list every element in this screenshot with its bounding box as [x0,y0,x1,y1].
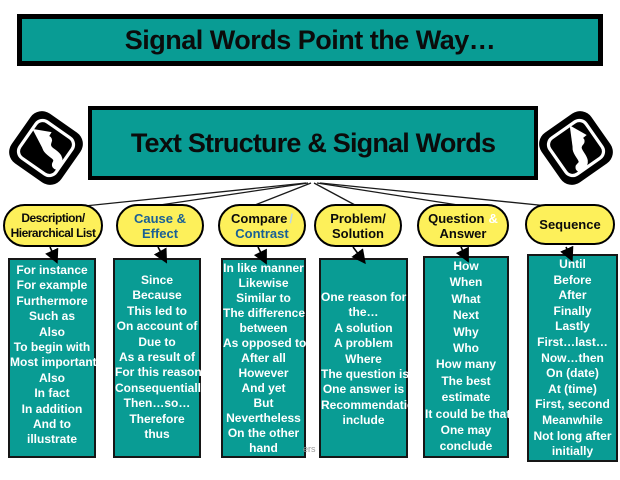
winding-road-sign-icon [0,97,92,199]
category-label-line: Contrast [235,226,288,241]
label-text: Answer [439,225,487,241]
column-description: For instance For example Furthermore Suc… [8,258,97,458]
signal-words-list: One reason for the… A solution A problem… [321,290,429,428]
column-compare-contrast: In like manner Likewise Similar to The d… [221,258,306,458]
category-question-answer: Question& Answer [417,204,509,247]
category-cause-effect: Cause & Effect [116,204,204,247]
column-cause-effect: Since Because This led to On account of … [113,258,208,458]
category-label-line: Solution [332,226,384,241]
label-text: Cause & [133,210,187,226]
signal-words-list: For instance For example Furthermore Suc… [10,263,97,447]
category-label-line: Compare/ [231,211,293,226]
category-label-line: Cause & [134,211,186,226]
signal-words-list: How When What Next Why Who How many The … [425,259,511,454]
watermark-text: ers [303,444,316,454]
signal-words-list: Until Before After Finally Lastly First…… [533,257,612,459]
subtitle-banner: Text Structure & Signal Words [88,106,538,180]
column-problem-solution: One reason for the… A solution A problem… [319,258,429,458]
category-label-line: Description/ [21,210,85,226]
label-text: Problem/ [330,210,386,226]
label-suffix: / [289,210,293,226]
title-text: Signal Words Point the Way… [124,24,496,55]
label-text: Description/ [21,210,85,225]
category-sequence: Sequence [525,204,615,245]
label-text: Effect [141,225,179,241]
category-label-line: Answer [440,226,487,241]
label-text: Compare [231,210,288,226]
category-label-line: Hierarchical List [11,226,96,241]
signal-words-list: In like manner Likewise Similar to The d… [223,261,307,455]
category-label-line: Sequence [539,217,600,232]
subtitle-text: Text Structure & Signal Words [130,127,496,158]
category-label-line: Question& [428,211,498,226]
category-compare-contrast: Compare/ Contrast [218,204,306,247]
label-text: Solution [332,225,384,241]
label-text: Hierarchical List [10,225,96,240]
label-text: Question [428,210,485,226]
winding-road-sign-icon [530,97,620,199]
category-label-line: Problem/ [330,211,386,226]
column-question-answer: How When What Next Why Who How many The … [423,256,511,458]
category-description: Description/ Hierarchical List [3,204,103,247]
title-banner: Signal Words Point the Way… [17,14,603,66]
signal-words-list: Since Because This led to On account of … [115,273,208,442]
column-sequence: Until Before After Finally Lastly First…… [527,254,618,462]
label-text: Contrast [235,225,289,241]
label-suffix: & [488,210,498,226]
category-problem-solution: Problem/ Solution [314,204,402,247]
label-text: Sequence [539,217,601,232]
category-label-line: Effect [142,226,178,241]
